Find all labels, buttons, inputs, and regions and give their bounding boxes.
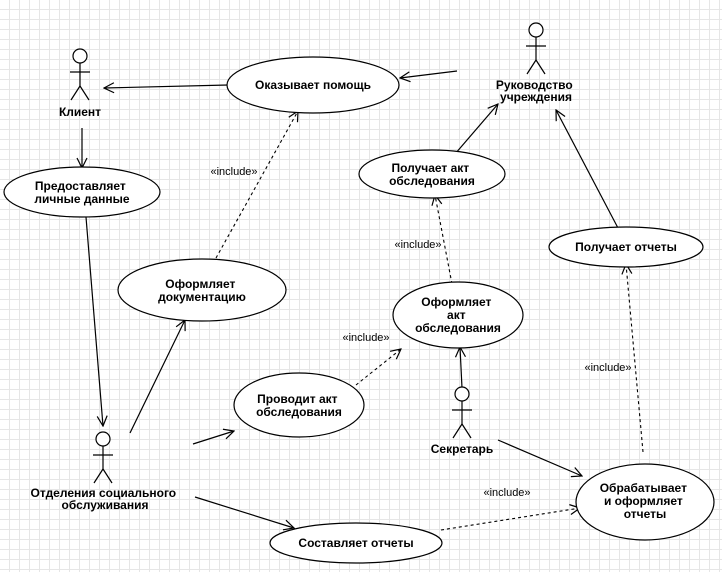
include-documentation-help [215, 111, 298, 259]
svg-text:Получает акт обследовани: Получает акт обследования [389, 161, 475, 188]
use-case-label: Оказывает помощь [255, 78, 371, 92]
use-case-provides-help[interactable]: Оказывает помощь [226, 56, 400, 114]
include-relations [215, 111, 644, 531]
svg-text:Оформляет документацию: Оформляет документацию [158, 277, 246, 304]
use-case-provides-personal-data[interactable]: Предоставляет личные данные [3, 166, 161, 218]
actor-label: учреждения [500, 90, 572, 104]
use-case-ellipse [358, 149, 506, 199]
use-case-label: Оформляет [165, 277, 235, 291]
svg-text:Руководство учреждения: Руководство учреждения [496, 78, 576, 104]
actor-management[interactable]: Руководство учреждения [496, 22, 576, 104]
actor-figure-icon [93, 431, 113, 484]
actor-label: Руководство [496, 78, 573, 92]
use-case-ellipse [226, 56, 400, 114]
svg-text:Получает отчеты: Получает отчеты [575, 240, 677, 254]
include-label: «include» [210, 166, 257, 178]
use-case-receives-act[interactable]: Получает акт обследования [358, 149, 506, 199]
svg-text:Предоставляет личные дан: Предоставляет личные данные [34, 179, 130, 206]
use-case-label: Составляет отчеты [298, 536, 413, 550]
use-case-prepares-act[interactable]: Оформляет акт обследования [392, 281, 524, 349]
use-case-label: Получает акт [391, 161, 469, 175]
use-case-label: Получает отчеты [575, 240, 677, 254]
assoc-social-service-documentation [129, 320, 185, 434]
actor-label: Секретарь [431, 442, 493, 456]
use-case-label: личные данные [34, 192, 130, 206]
include-compiles-processes [440, 508, 580, 531]
use-case-ellipse [117, 258, 287, 322]
use-case-label: Оформляет [421, 295, 491, 309]
use-case-prepares-documentation[interactable]: Оформляет документацию [117, 258, 287, 322]
use-case-label: обследования [389, 174, 475, 188]
assoc-social-service-survey [192, 431, 234, 445]
svg-text:Составляет отчеты: Составляет отчеты [298, 536, 413, 550]
assoc-secretary-prepares-act [460, 347, 462, 389]
use-case-ellipse [233, 372, 365, 438]
use-case-ellipse [269, 522, 443, 564]
include-labels: «include» «include» «include» «include» … [210, 166, 631, 499]
include-label: «include» [584, 362, 631, 374]
svg-text:Оформляет акт обсл: Оформляет акт обследования [415, 295, 501, 335]
use-case-ellipse [392, 281, 524, 349]
use-case-label: Обрабатывает [600, 481, 687, 495]
actor-label: Отделения социального [31, 486, 177, 500]
assoc-provides-help-client [104, 85, 229, 88]
actor-label: обслуживания [62, 498, 149, 512]
svg-text:Оказывает помощь: Оказывает помощь [255, 78, 371, 92]
assoc-receives-reports-management [556, 110, 619, 229]
include-label: «include» [483, 487, 530, 499]
use-case-label: обследования [415, 321, 501, 335]
svg-text:Обрабатывает и оформляет: Обрабатывает и оформляет отчеты [600, 481, 691, 521]
include-survey-prepares-act [355, 349, 401, 386]
use-case-label: Предоставляет [35, 179, 126, 193]
assoc-social-service-compiles-reports [194, 496, 294, 528]
use-case-label: акт [447, 308, 466, 322]
use-case-processes-reports[interactable]: Обрабатывает и оформляет отчеты [575, 463, 715, 541]
use-case-ellipse [3, 166, 161, 218]
assoc-receives-act-management [454, 104, 498, 155]
actor-secretary[interactable]: Секретарь [431, 386, 493, 456]
use-case-label: Проводит акт [257, 392, 338, 406]
actor-figure-icon [70, 48, 90, 101]
actor-social-service[interactable]: Отделения социального обслуживания [31, 431, 180, 512]
include-label: «include» [394, 239, 441, 251]
associations [82, 70, 619, 528]
use-case-label: отчеты [624, 507, 667, 521]
actor-client[interactable]: Клиент [59, 48, 101, 119]
actor-label: Клиент [59, 105, 101, 119]
include-label: «include» [342, 332, 389, 344]
use-case-label: и оформляет [604, 494, 683, 508]
use-case-receives-reports[interactable]: Получает отчеты [548, 226, 704, 268]
assoc-management-provides-help [400, 70, 458, 78]
use-case-label: обследования [256, 405, 342, 419]
use-case-ellipse [548, 226, 704, 268]
actor-figure-icon [452, 386, 472, 439]
assoc-secretary-processes-reports [497, 439, 582, 476]
svg-text:Отделения социального об: Отделения социального обслуживания [31, 486, 180, 512]
actor-figure-icon [526, 22, 546, 75]
use-case-ellipse [575, 463, 715, 541]
svg-text:Проводит акт обследовани: Проводит акт обследования [256, 392, 342, 419]
include-processes-receives-reports [626, 264, 644, 453]
use-case-label: документацию [158, 290, 246, 304]
use-case-compiles-reports[interactable]: Составляет отчеты [269, 522, 443, 564]
use-case-conducts-survey[interactable]: Проводит акт обследования [233, 372, 365, 438]
assoc-personal-data-social-service [85, 216, 103, 426]
